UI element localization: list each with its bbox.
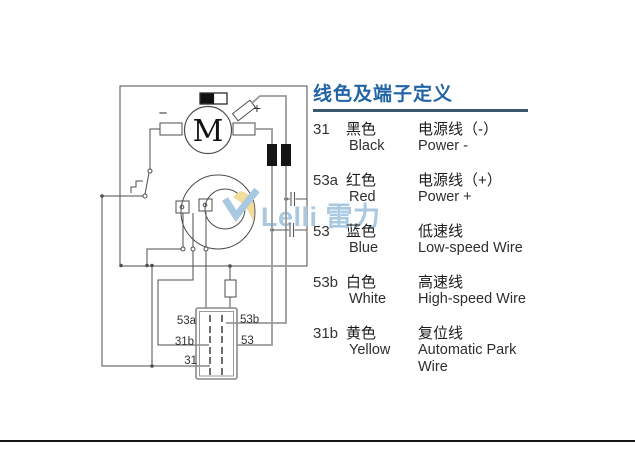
terminal-id: 53	[313, 222, 330, 240]
wire-color-zh: 红色	[346, 171, 377, 189]
wire-color-en: Blue	[349, 239, 379, 256]
motor-terminal-minus	[159, 122, 183, 136]
pin-label-31: 31	[184, 355, 197, 367]
motor-label: M	[193, 114, 224, 149]
wire-function-zh: 电源线（-）	[418, 120, 498, 138]
wire-function-en: Power +	[418, 188, 472, 205]
minus-label: −	[159, 105, 168, 122]
motor-terminal-plus	[232, 122, 256, 136]
wire-color-en: White	[349, 290, 387, 307]
bottom-rule	[0, 440, 635, 442]
motor: M − +	[159, 99, 261, 155]
connector-block: 53a 53b 31b 53 31	[175, 307, 259, 380]
pin-label-53: 53	[241, 335, 254, 347]
wire-color-en: Red	[349, 188, 376, 205]
wire-function-en: Low-speed Wire	[418, 239, 523, 256]
connector-pins	[209, 315, 223, 375]
wire-function: 电源线（-）Power -	[418, 121, 538, 155]
plus-label: +	[253, 100, 261, 116]
pin-label-31b: 31b	[175, 336, 194, 348]
inline-component-box	[224, 279, 237, 298]
pin-label-53a: 53a	[177, 315, 197, 327]
wire-color-en: Yellow	[349, 341, 391, 358]
wire-function: 电源线（+）Power +	[418, 172, 538, 206]
watermark-check-icon	[222, 187, 260, 222]
pin-circles	[142, 168, 209, 252]
terminal-id: 31	[313, 120, 330, 138]
wire-function-zh: 高速线	[418, 273, 464, 291]
terminal-id: 53a	[313, 171, 339, 189]
watermark: Lelli 雷力	[222, 187, 381, 232]
terminal-id: 53b	[313, 273, 339, 291]
wire-function-en: Power -	[418, 137, 468, 154]
wire-function-en: High-speed Wire	[418, 290, 526, 307]
motor-brush	[231, 99, 257, 122]
wire-function-en: Automatic Park Wire	[418, 341, 517, 375]
wire-color-zh: 蓝色	[346, 222, 377, 240]
wire-color-zh: 白色	[346, 273, 377, 291]
wire-color-en: Black	[349, 137, 385, 154]
park-switch-contact	[130, 180, 143, 193]
capacitor-1	[286, 192, 307, 206]
wire-function-zh: 复位线	[418, 324, 464, 342]
legend-title: 线色及端子定义	[313, 84, 454, 105]
legend-underline	[313, 109, 528, 112]
choke-1	[267, 144, 277, 166]
choke-2	[281, 144, 291, 166]
wires-dark	[101, 128, 231, 367]
watermark-text: Lelli 雷力	[261, 202, 381, 232]
wires-gray	[226, 95, 287, 346]
wire-function-zh: 低速线	[418, 222, 464, 240]
pin-label-53b: 53b	[240, 314, 259, 326]
wire-color-zh: 黄色	[346, 324, 377, 342]
junction-dots	[100, 194, 288, 368]
capacitor-2	[272, 223, 307, 237]
wire-color-zh: 黑色	[346, 120, 377, 138]
terminal-id: 31b	[313, 324, 339, 342]
wire-function-zh: 电源线（+）	[418, 171, 502, 189]
thermal-fuse	[199, 92, 228, 105]
motor-case-box	[119, 85, 308, 267]
suppression-capacitors	[272, 192, 307, 237]
